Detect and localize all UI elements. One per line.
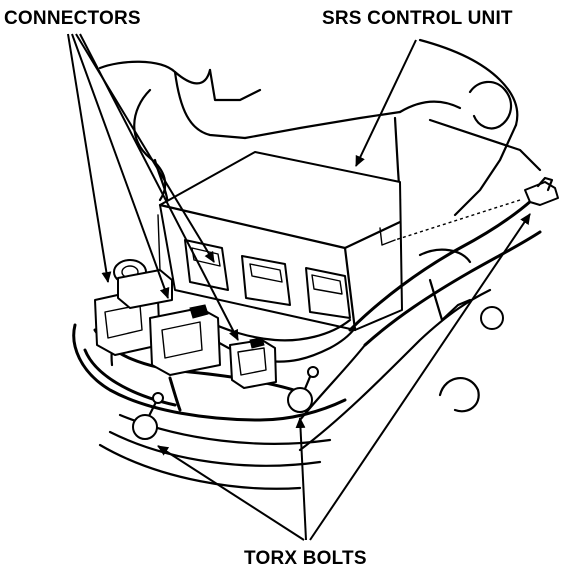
srs-control-unit-label: SRS CONTROL UNIT (322, 8, 513, 29)
torx-bolts-leader-arrows (157, 213, 531, 541)
srs-unit-leader-arrow (355, 39, 417, 167)
connectors-leader-arrows (67, 33, 239, 341)
connectors-label: CONNECTORS (4, 8, 141, 29)
mounting-bracket (298, 198, 542, 452)
srs-control-unit-body (157, 151, 403, 332)
harness-connector-right (229, 337, 277, 389)
torx-bolts-label: TORX BOLTS (244, 548, 367, 569)
torx-bolt-right (394, 176, 559, 241)
torx-bolt-middle (287, 366, 319, 413)
torx-bolt-left (132, 392, 164, 440)
harness-connector-back (117, 269, 173, 309)
harness-connector-middle (149, 304, 221, 376)
